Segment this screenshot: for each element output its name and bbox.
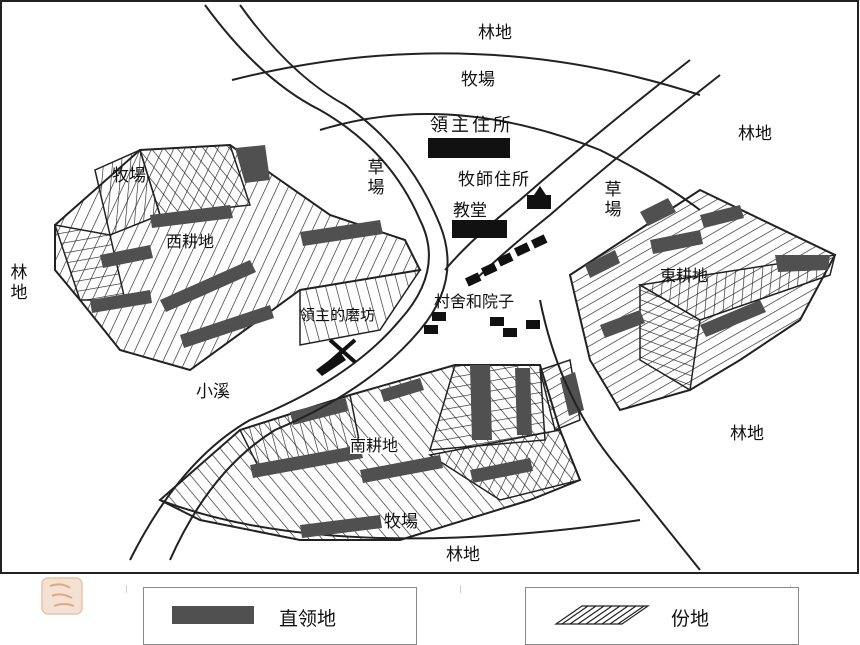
label-forest-lower-right: 林地: [730, 424, 764, 444]
manor-map: [0, 0, 859, 574]
label-pastor-residence: 牧師住所: [458, 170, 530, 190]
house-icon: [527, 186, 551, 209]
lord-residence-building: [428, 138, 510, 158]
label-village: 村舍和院子: [434, 292, 515, 311]
divider-tick: [460, 585, 461, 593]
legend-demesne: 直领地: [143, 587, 417, 645]
label-pasture-top: 牧場: [461, 70, 495, 90]
label-west-field: 西耕地: [166, 232, 215, 251]
label-forest-left: 林地: [10, 263, 28, 303]
label-lord-mill: 領主的磨坊: [300, 306, 376, 324]
label-forest-bottom: 林地: [446, 545, 480, 565]
label-forest-upper-right: 林地: [738, 124, 772, 144]
label-stream: 小溪: [196, 382, 230, 402]
road-northeast: [444, 59, 691, 271]
church-building: [452, 220, 507, 238]
inner-pasture-boundary: [319, 113, 701, 211]
legend-tenant-swatch: [554, 605, 650, 625]
label-pasture-west: 牧場: [112, 166, 146, 186]
label-grass-right: 草場: [604, 180, 622, 220]
seal-logo-icon: [41, 577, 83, 615]
road-south: [539, 299, 701, 571]
label-lord-residence: 領主住所: [430, 115, 514, 136]
east-field: [568, 188, 837, 412]
label-church: 教堂: [453, 201, 487, 221]
road-northeast-inner: [469, 74, 721, 286]
west-field: [53, 143, 422, 372]
label-south-field: 南耕地: [350, 436, 399, 455]
village-cottages: [424, 234, 548, 337]
outer-pasture-boundary: [231, 52, 701, 96]
stream-path-inner: [169, 4, 449, 561]
legend-demesne-label: 直领地: [279, 608, 337, 630]
stream-path: [129, 4, 430, 561]
label-east-field: 東耕地: [660, 266, 709, 285]
windmill-icon: [316, 338, 357, 376]
label-forest-top: 林地: [478, 23, 512, 43]
legend-demesne-swatch: [172, 606, 254, 624]
legend-tenant-label: 份地: [671, 608, 710, 630]
label-grass-left: 草場: [367, 158, 385, 198]
label-pasture-bottom: 牧場: [384, 512, 418, 532]
divider-tick: [126, 585, 127, 593]
legend-tenant: 份地: [525, 587, 799, 645]
